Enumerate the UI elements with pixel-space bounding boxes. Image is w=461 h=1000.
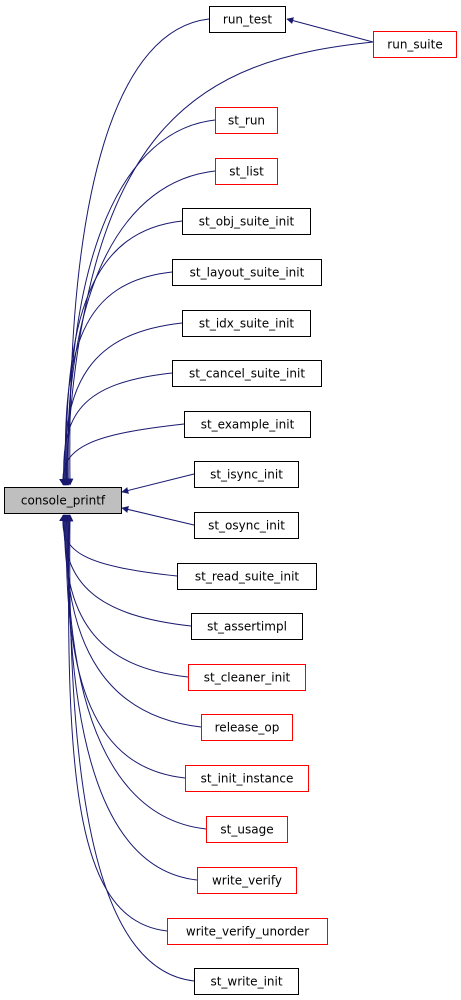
node-label: st_obj_suite_init — [199, 215, 295, 229]
node-write-verify[interactable]: write_verify — [197, 867, 297, 894]
edge-st-cancel-suite-init-to-console-printf — [60, 372, 173, 486]
node-label: st_run — [228, 114, 265, 128]
edge-st-layout-suite-init-to-console-printf — [62, 271, 173, 486]
node-box — [209, 6, 286, 33]
node-label: run_suite — [387, 38, 442, 52]
node-st-idx-suite-init[interactable]: st_idx_suite_init — [182, 310, 311, 337]
node-label: st_osync_init — [208, 519, 285, 533]
node-box — [172, 360, 322, 387]
edge-st-osync-init-to-console-printf — [121, 506, 195, 526]
node-label: write_verify — [212, 874, 282, 888]
node-st-osync-init[interactable]: st_osync_init — [194, 512, 299, 539]
edge-st-isync-init-to-console-printf — [121, 473, 195, 494]
node-st-write-init[interactable]: st_write_init — [194, 968, 299, 995]
node-st-isync-init[interactable]: st_isync_init — [194, 461, 299, 488]
node-box — [4, 487, 122, 514]
edges-layer — [59, 17, 374, 982]
node-st-run[interactable]: st_run — [215, 107, 278, 134]
edge-st-read-suite-init-to-console-printf — [59, 514, 178, 577]
node-st-example-init[interactable]: st_example_init — [184, 411, 311, 438]
node-run-test[interactable]: run_test — [209, 6, 286, 33]
edge-st-assertimpl-to-console-printf — [60, 514, 192, 627]
edge-run-suite-to-run-test — [286, 17, 374, 43]
node-label: st_read_suite_init — [195, 570, 300, 584]
node-box — [167, 918, 328, 945]
node-label: st_write_init — [210, 975, 282, 989]
node-run-suite[interactable]: run_suite — [373, 31, 457, 58]
node-st-list[interactable]: st_list — [215, 158, 278, 185]
edge-st-obj-suite-init-to-console-printf — [63, 220, 183, 486]
node-box — [201, 714, 293, 741]
edge-st-idx-suite-init-to-console-printf — [61, 322, 183, 486]
node-label: run_test — [223, 13, 272, 27]
edge-st-example-init-to-console-printf — [59, 423, 185, 486]
node-st-assertimpl[interactable]: st_assertimpl — [191, 613, 303, 640]
edge-st-cleaner-init-to-console-printf — [61, 514, 189, 678]
node-write-verify-unorder[interactable]: write_verify_unorder — [167, 918, 328, 945]
node-box — [191, 613, 303, 640]
node-label: st_list — [229, 165, 264, 179]
node-box — [373, 31, 457, 58]
node-label: release_op — [215, 721, 280, 735]
node-st-layout-suite-init[interactable]: st_layout_suite_init — [172, 259, 322, 286]
node-box — [188, 664, 306, 691]
node-box — [194, 461, 299, 488]
node-box — [182, 310, 311, 337]
node-box — [215, 158, 278, 185]
edge-st-init-instance-to-console-printf — [62, 514, 186, 779]
node-label: console_printf — [21, 494, 106, 508]
node-box — [194, 512, 299, 539]
edge-run-suite-to-console-printf — [62, 41, 374, 486]
edge-write-verify-unorder-to-console-printf — [65, 514, 168, 932]
node-console-printf[interactable]: console_printf — [4, 487, 122, 514]
node-box — [184, 411, 311, 438]
node-label: st_init_instance — [201, 772, 294, 786]
node-box — [185, 765, 309, 792]
node-label: st_assertimpl — [207, 620, 287, 634]
node-st-cancel-suite-init[interactable]: st_cancel_suite_init — [172, 360, 322, 387]
node-st-cleaner-init[interactable]: st_cleaner_init — [188, 664, 306, 691]
node-st-init-instance[interactable]: st_init_instance — [185, 765, 309, 792]
node-label: st_isync_init — [210, 468, 283, 482]
node-box — [177, 563, 317, 590]
node-label: st_cleaner_init — [204, 671, 291, 685]
nodes-layer: console_printf run_test run_suite st_run st_… — [4, 6, 457, 995]
node-box — [206, 816, 288, 843]
node-label: st_idx_suite_init — [199, 317, 295, 331]
node-box — [197, 867, 297, 894]
node-st-obj-suite-init[interactable]: st_obj_suite_init — [182, 208, 311, 235]
edge-write-verify-to-console-printf — [64, 514, 198, 881]
node-box — [215, 107, 278, 134]
node-release-op[interactable]: release_op — [201, 714, 293, 741]
node-box — [182, 208, 311, 235]
edge-st-write-init-to-console-printf — [66, 514, 195, 982]
node-label: st_layout_suite_init — [190, 266, 305, 280]
node-box — [172, 259, 322, 286]
node-st-read-suite-init[interactable]: st_read_suite_init — [177, 563, 317, 590]
node-st-usage[interactable]: st_usage — [206, 816, 288, 843]
node-label: st_cancel_suite_init — [189, 367, 305, 381]
node-label: write_verify_unorder — [186, 925, 309, 939]
edge-st-list-to-console-printf — [63, 170, 216, 486]
node-label: st_usage — [220, 823, 273, 837]
node-box — [194, 968, 299, 995]
node-label: st_example_init — [201, 418, 295, 432]
